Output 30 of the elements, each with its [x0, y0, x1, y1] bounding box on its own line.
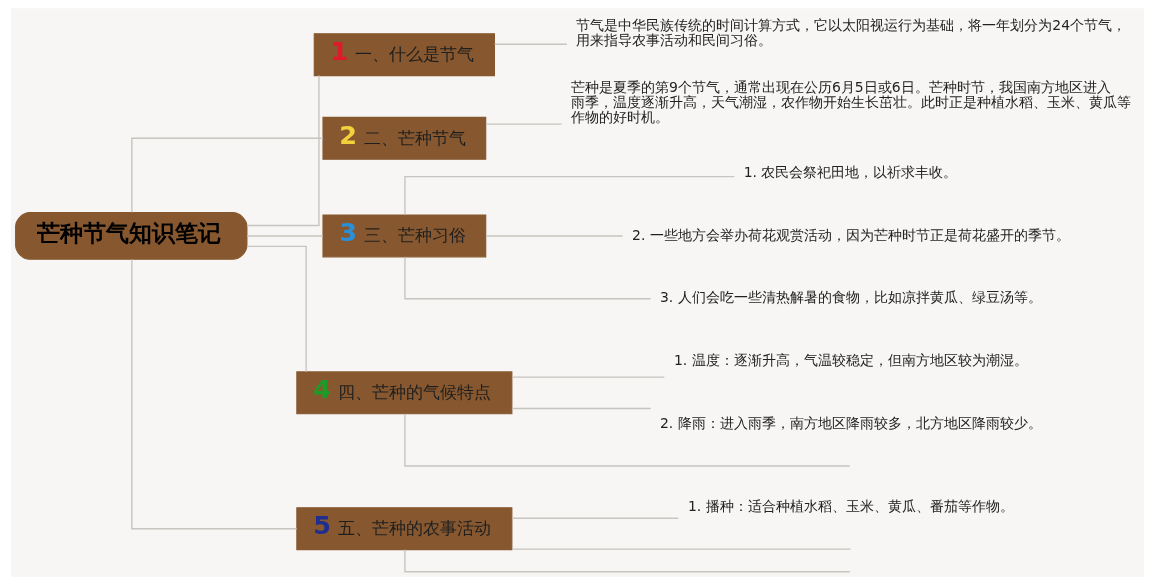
connector	[493, 43, 568, 45]
connector	[131, 258, 298, 530]
node-text: 节气是中华民族传统的时间计算方式，它以太阳视运行为基础，将一年划分为24个节气，用来指导农事活动和民间习俗。	[576, 16, 1127, 48]
connector	[485, 235, 624, 237]
node-box: 2 二、芒种节气	[322, 116, 487, 160]
connector	[511, 376, 665, 378]
node-text: 芒种是夏季的第9个节气，通常出现在公历6月5日或6日。芒种时节，我国南方地区进入雨季，温度逐渐升高，天气潮湿，农作物开始生长茁壮。此时正是种植水稻、玉米、黄瓜等作物的好时机。	[571, 78, 1132, 126]
connector	[511, 548, 852, 550]
node-text: 2. 降雨：进入雨季，南方地区降雨较多，北方地区降雨较少。	[660, 414, 1042, 431]
node-box: 芒种节气知识笔记	[15, 212, 248, 260]
connector	[131, 137, 324, 213]
connector	[511, 407, 652, 410]
connector	[485, 123, 563, 125]
node-box: 1 一、什么是节气	[313, 33, 495, 77]
connector	[511, 517, 679, 519]
connector	[404, 413, 851, 467]
node-text: 2. 一些地方会举办荷花观赏活动，因为芒种时节正是荷花盛开的季节。	[632, 226, 1070, 243]
node-text: 3. 人们会吃一些清热解暑的食物，比如凉拌黄瓜、绿豆汤等。	[660, 289, 1042, 306]
connector	[404, 256, 652, 300]
node-text: 1. 播种：适合种植水稻、玉米、黄瓜、番茄等作物。	[687, 498, 1014, 515]
connector	[404, 175, 736, 216]
connector	[246, 74, 320, 227]
node-box: 3 三、芒种习俗	[322, 214, 487, 258]
connector	[404, 549, 851, 573]
connector	[246, 245, 307, 373]
node-text: 1. 农民会祭祀田地，以祈求丰收。	[743, 163, 958, 180]
node-box: 4 四、芒种的气候特点	[296, 371, 513, 415]
connector	[246, 235, 324, 237]
node-box: 5 五、芒种的农事活动	[296, 507, 513, 551]
node-text: 1. 温度：逐渐升高，气温较稳定，但南方地区较为潮湿。	[673, 352, 1028, 369]
